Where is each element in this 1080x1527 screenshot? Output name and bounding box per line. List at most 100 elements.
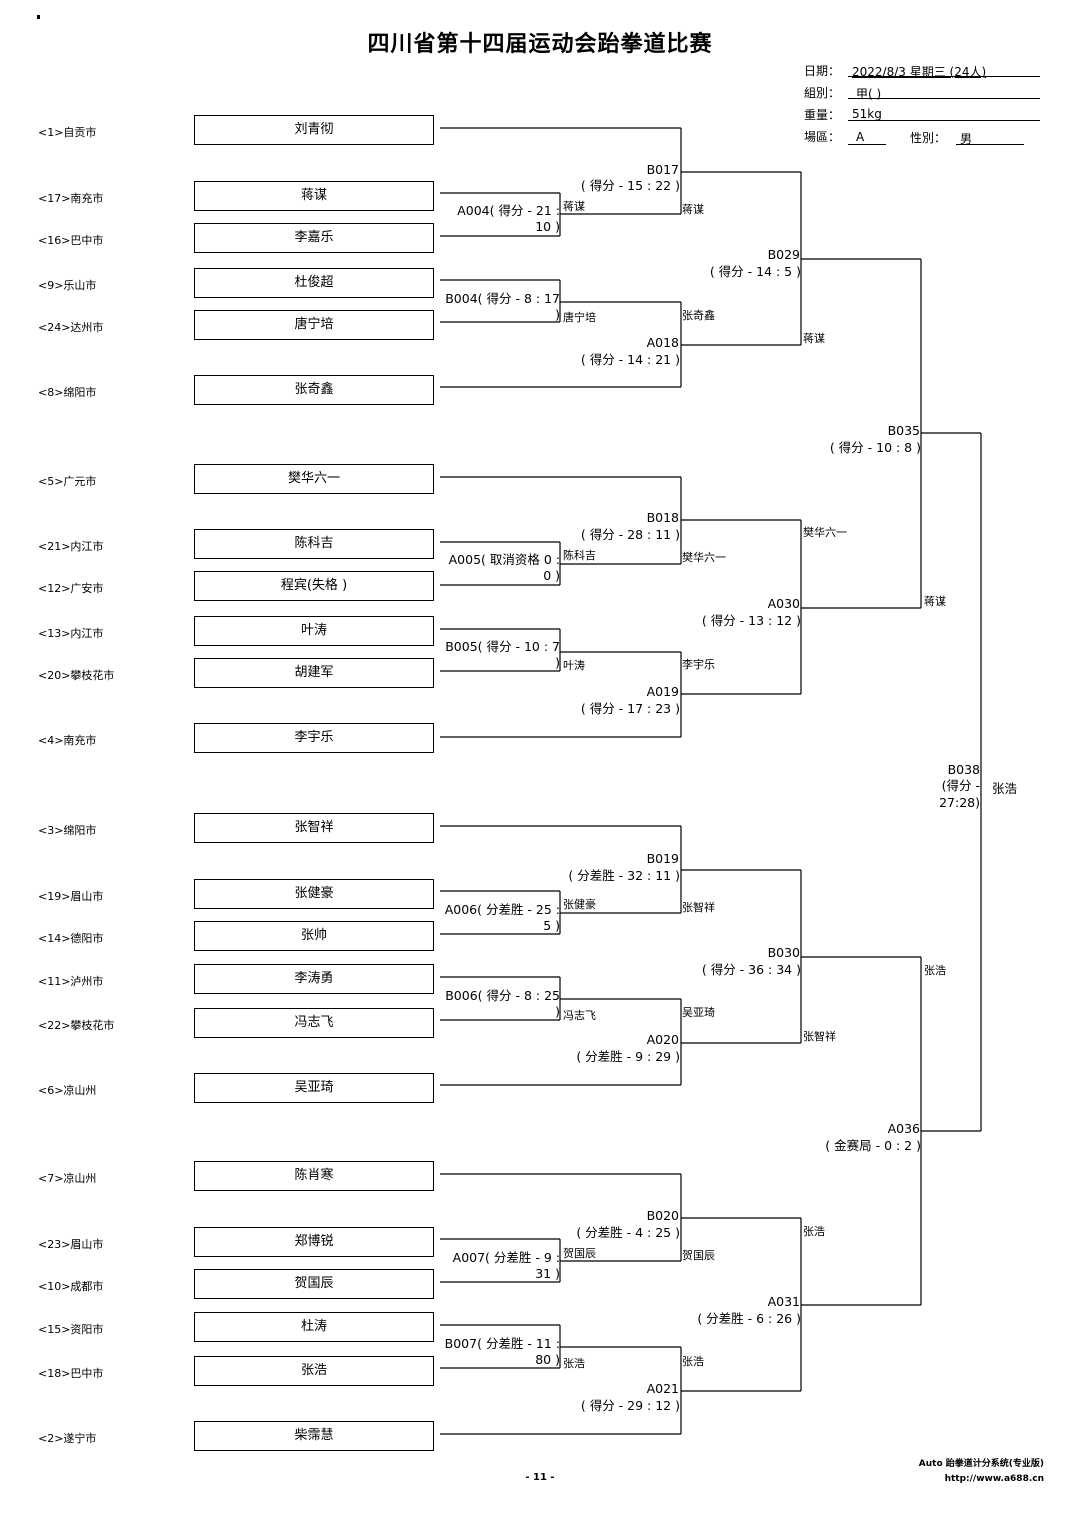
seed-label: <12>广安市 (38, 582, 104, 595)
match-label: B005( 得分 - 10 : 7 ) (445, 639, 560, 670)
gender-value: 男 (960, 132, 973, 146)
winner-name: 樊华六一 (682, 551, 726, 564)
match-score: ( 得分 - 15 : 22 ) (580, 178, 680, 193)
seed-label: <8>绵阳市 (38, 386, 97, 399)
winner-name: 张健豪 (563, 898, 596, 911)
player-box: 陈肖寒 (194, 1161, 434, 1191)
seed-label: <6>凉山州 (38, 1084, 97, 1097)
player-box: 刘青彻 (194, 115, 434, 145)
page-title: 四川省第十四届运动会跆拳道比赛 (367, 32, 713, 57)
match-label: B006( 得分 - 8 : 25 ) (445, 988, 560, 1019)
player-box: 李宇乐 (194, 723, 434, 753)
player-box: 李嘉乐 (194, 223, 434, 253)
seed-label: <3>绵阳市 (38, 824, 97, 837)
seed-label: <9>乐山市 (38, 279, 97, 292)
seed-label: <1>自贡市 (38, 126, 97, 139)
match-score-line2: 27:28) (939, 795, 980, 810)
player-box: 唐宁培 (194, 310, 434, 340)
date-label: 日期： (804, 64, 841, 78)
match-score: ( 得分 - 28 : 11 ) (580, 527, 680, 542)
match-code: B030 (767, 945, 800, 960)
match-code: B038 (947, 762, 980, 777)
date-value: 2022/8/3 星期三 (24人) (852, 65, 987, 79)
seed-label: <20>攀枝花市 (38, 669, 115, 682)
seed-label: <24>达州市 (38, 321, 104, 334)
match-score: ( 得分 - 10 : 8 ) (829, 440, 921, 455)
match-code: A021 (646, 1381, 679, 1396)
match-score: ( 得分 - 17 : 23 ) (580, 701, 680, 716)
seed-label: <11>泸州市 (38, 975, 104, 988)
match-code: B018 (646, 510, 679, 525)
match-score: ( 金赛局 - 0 : 2 ) (825, 1138, 921, 1153)
winner-name: 蒋谋 (803, 332, 825, 345)
player-box: 张智祥 (194, 813, 434, 843)
match-code: A030 (767, 596, 800, 611)
winner-name: 张浩 (924, 964, 946, 977)
player-box: 吴亚琦 (194, 1073, 434, 1103)
seed-label: <2>遂宁市 (38, 1432, 97, 1445)
area-value: A (856, 130, 865, 144)
match-label: A006( 分差胜 - 25 : 5 ) (444, 902, 560, 933)
player-box: 蒋谋 (194, 181, 434, 211)
match-label: A005( 取消资格 0 : 0 ) (448, 552, 560, 583)
match-label: A004( 得分 - 21 : 10 ) (457, 203, 560, 234)
winner-name: 陈科吉 (563, 549, 596, 562)
seed-label: <10>成都市 (38, 1280, 104, 1293)
group-label: 組別： (804, 86, 841, 100)
match-code: B017 (646, 162, 679, 177)
match-score: ( 分差胜 - 32 : 11 ) (568, 868, 680, 883)
match-score: ( 得分 - 14 : 5 ) (709, 264, 801, 279)
match-score: ( 分差胜 - 4 : 25 ) (576, 1225, 680, 1240)
system-name: Auto 跆拳道计分系统(专业版) (918, 1459, 1044, 1469)
player-box: 张帅 (194, 921, 434, 951)
winner-name: 唐宁培 (563, 311, 596, 324)
page-number: - 11 - (525, 1472, 555, 1483)
seed-label: <19>眉山市 (38, 890, 104, 903)
winner-name: 贺国辰 (563, 1247, 596, 1260)
winner-name: 张智祥 (803, 1030, 836, 1043)
corner-mark (37, 15, 40, 19)
weight-value: 51kg (852, 107, 882, 121)
winner-name: 张浩 (803, 1225, 825, 1238)
seed-label: <14>德阳市 (38, 932, 104, 945)
player-box: 张健豪 (194, 879, 434, 909)
player-box: 张浩 (194, 1356, 434, 1386)
player-box: 杜涛 (194, 1312, 434, 1342)
winner-name: 张浩 (563, 1357, 585, 1370)
match-code: A036 (887, 1121, 920, 1136)
seed-label: <18>巴中市 (38, 1367, 104, 1380)
match-label: B004( 得分 - 8 : 17 ) (445, 291, 560, 322)
winner-name: 蒋谋 (924, 595, 946, 608)
winner-name: 张奇鑫 (682, 309, 715, 322)
match-label: A007( 分差胜 - 9 : 31 ) (452, 1250, 560, 1281)
winner-name: 蒋谋 (682, 203, 704, 216)
group-value: 甲( ) (856, 87, 882, 101)
match-score: ( 得分 - 13 : 12 ) (701, 613, 801, 628)
match-code: B020 (646, 1208, 679, 1223)
winner-name: 李宇乐 (682, 658, 715, 671)
player-box: 柴霈慧 (194, 1421, 434, 1451)
player-box: 贺国辰 (194, 1269, 434, 1299)
seed-label: <4>南充市 (38, 734, 97, 747)
match-code: A018 (646, 335, 679, 350)
seed-label: <22>攀枝花市 (38, 1019, 115, 1032)
seed-label: <15>资阳市 (38, 1323, 104, 1336)
system-url: http://www.a688.cn (944, 1474, 1044, 1484)
player-box: 陈科吉 (194, 529, 434, 559)
player-box: 冯志飞 (194, 1008, 434, 1038)
winner-name: 蒋谋 (563, 200, 585, 213)
winner-name: 叶涛 (563, 659, 585, 672)
winner-name: 张浩 (682, 1355, 704, 1368)
match-score: ( 分差胜 - 6 : 26 ) (697, 1311, 801, 1326)
match-score: ( 分差胜 - 9 : 29 ) (576, 1049, 680, 1064)
seed-label: <21>内江市 (38, 540, 104, 553)
match-code: A019 (646, 684, 679, 699)
match-score-line1: (得分 - (941, 778, 980, 793)
seed-label: <23>眉山市 (38, 1238, 104, 1251)
player-box: 胡建军 (194, 658, 434, 688)
winner-name: 吴亚琦 (682, 1006, 715, 1019)
seed-label: <5>广元市 (38, 475, 97, 488)
player-box: 樊华六一 (194, 464, 434, 494)
player-box: 程宾(失格 ) (194, 571, 434, 601)
